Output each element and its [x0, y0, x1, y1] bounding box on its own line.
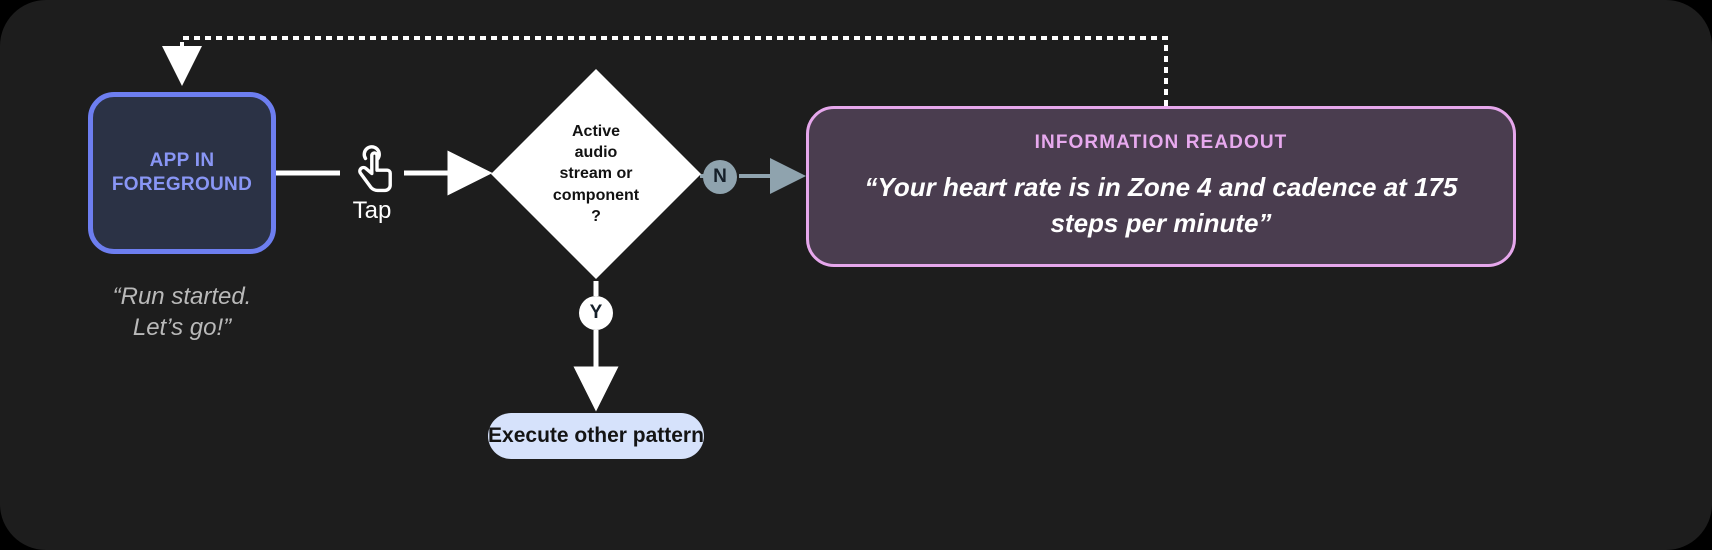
- decision-line-5: ?: [591, 207, 601, 225]
- app-node-caption: “Run started. Let’s go!”: [70, 282, 294, 343]
- gesture-tap-label: Tap: [352, 197, 392, 224]
- decision-label: Active audio stream or component ?: [489, 67, 703, 281]
- card-information-readout[interactable]: INFORMATION READOUT “Your heart rate is …: [806, 106, 1516, 267]
- app-node-label: APP IN FOREGROUND: [112, 149, 252, 198]
- gesture-tap[interactable]: Tap: [334, 143, 410, 243]
- decision-line-3: stream or: [559, 165, 633, 183]
- branch-badge-yes: Y: [579, 296, 613, 330]
- node-decision-audio-stream[interactable]: Active audio stream or component ?: [489, 67, 703, 281]
- branch-badge-no: N: [703, 160, 737, 194]
- node-app-in-foreground[interactable]: APP IN FOREGROUND: [88, 92, 276, 254]
- app-node-label-line2: FOREGROUND: [111, 174, 253, 195]
- app-caption-line1: “Run started.: [112, 283, 252, 310]
- decision-line-1: Active: [571, 123, 621, 141]
- tap-gesture-icon: [358, 145, 392, 193]
- node-execute-other-pattern[interactable]: Execute other pattern: [488, 413, 704, 459]
- app-caption-line2: Let’s go!”: [132, 313, 232, 341]
- readout-title: INFORMATION READOUT: [1034, 131, 1288, 153]
- readout-quote-line1: “Your heart rate is in Zone 4 and cadenc…: [864, 171, 1407, 202]
- decision-diamond-shape: [491, 69, 701, 279]
- readout-quote: “Your heart rate is in Zone 4 and cadenc…: [841, 170, 1481, 242]
- readout-quote-line2: 175 steps per minute”: [1050, 171, 1458, 238]
- app-node-label-line1: APP IN: [149, 149, 215, 171]
- decision-line-4: component: [552, 186, 640, 204]
- decision-line-2: audio: [574, 144, 618, 162]
